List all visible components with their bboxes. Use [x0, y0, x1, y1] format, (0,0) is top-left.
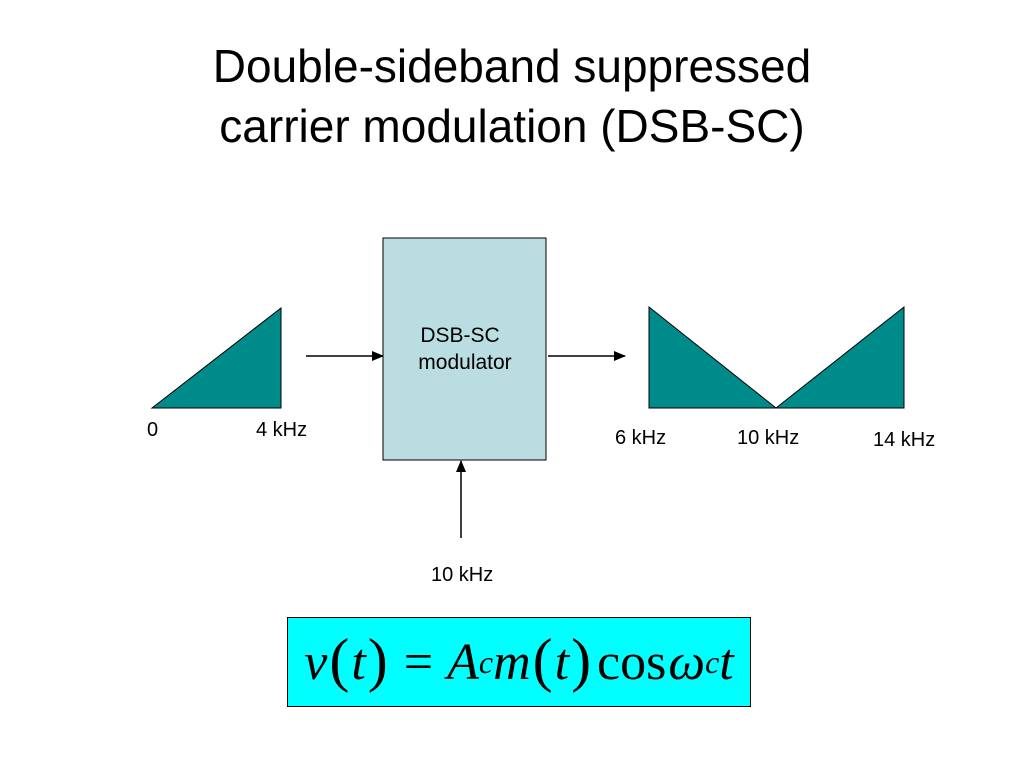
- formula-paren-close-2: ): [571, 626, 592, 693]
- input-spectrum-shape: [150, 306, 282, 409]
- formula-equals: =: [403, 633, 434, 691]
- output-label-10khz: 10 kHz: [737, 427, 799, 449]
- formula-paren-open-1: (: [329, 626, 350, 693]
- slide-title-line-1: Double-sideband suppressed: [212, 40, 812, 92]
- output-label-14khz: 14 kHz: [873, 429, 935, 451]
- slide-title-line-2: carrier modulation (DSB-SC): [219, 100, 805, 152]
- formula-lhs-func: v: [304, 633, 328, 691]
- input-label-4khz: 4 kHz: [256, 419, 307, 441]
- lower-sideband-shape: [648, 305, 778, 409]
- carrier-label-10khz: 10 kHz: [431, 564, 493, 586]
- output-label-6khz: 6 kHz: [615, 427, 666, 449]
- formula-amplitude: A: [447, 633, 479, 691]
- formula-msg-arg: t: [554, 633, 570, 691]
- modulator-label-line-1: DSB-SC: [420, 324, 499, 347]
- upper-sideband-shape: [774, 305, 905, 409]
- formula-paren-close-1: ): [367, 626, 388, 693]
- formula-paren-open-2: (: [532, 626, 553, 693]
- modulator-block: [382, 237, 547, 461]
- modulator-label-line-2: modulator: [418, 351, 511, 374]
- input-label-zero: 0: [147, 419, 158, 441]
- formula-lhs-arg: t: [351, 633, 366, 691]
- formula-time: t: [719, 633, 734, 691]
- formula-omega: ω: [668, 633, 706, 691]
- formula-msg-func: m: [493, 633, 531, 691]
- formula-cos: cos: [597, 633, 667, 691]
